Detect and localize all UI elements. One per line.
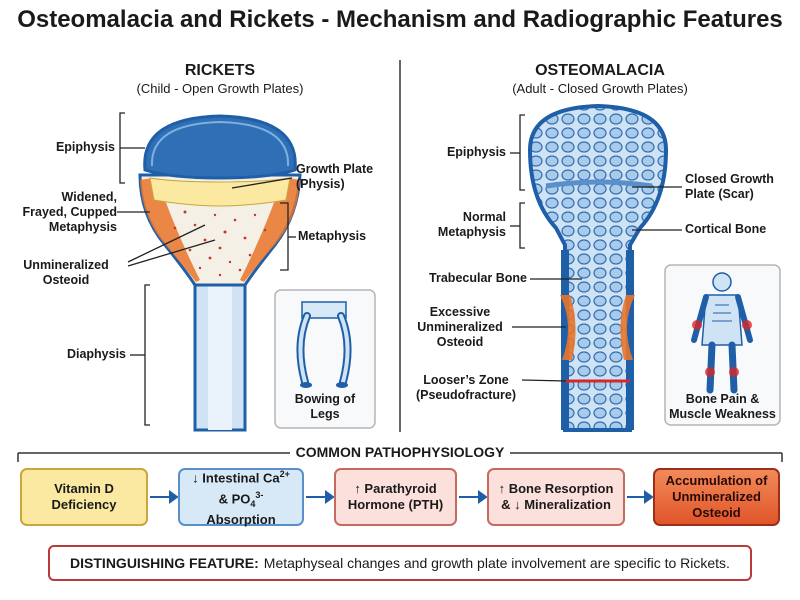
label-closed-line2: Plate (Scar) (685, 187, 754, 201)
rickets-leaders (117, 112, 296, 426)
label-growth-plate: Growth Plate (Physis) (296, 162, 396, 192)
distinguishing-feature-label: DISTINGUISHING FEATURE: (70, 555, 259, 571)
distinguishing-feature-text: Metaphyseal changes and growth plate inv… (263, 555, 730, 571)
label-loosers-line2: (Pseudofracture) (415, 388, 517, 402)
label-normal-line2: Metaphysis (437, 225, 506, 239)
label-closed-growth-plate: Closed Growth Plate (Scar) (685, 172, 795, 202)
label-loosers-zone: Looser’s Zone (Pseudofracture) (410, 373, 522, 403)
rickets-bone (138, 114, 302, 432)
osteomalacia-subtitle: (Adult - Closed Growth Plates) (512, 81, 688, 96)
bowed-legs-inset (274, 289, 376, 429)
step3-line1: ↑ Parathyroid (354, 481, 437, 496)
step2-po-sup: 3- (255, 489, 264, 500)
inset-bone-pain-line2: Muscle Weakness (669, 407, 776, 421)
label-diaphysis: Diaphysis (66, 347, 126, 361)
step4-line2: & ↓ Mineralization (501, 497, 611, 512)
label-excessive-line1: Excessive (429, 305, 491, 319)
label-widened-line1: Widened, (61, 190, 117, 204)
inset-bowing-line2: Legs (310, 407, 340, 421)
step2-ca-sup: 2+ (279, 469, 290, 480)
osteomalacia-bone (527, 103, 669, 432)
label-unmineralized-osteoid-rickets: Unmineralized Osteoid (5, 258, 127, 288)
label-growth-plate-line2: (Physis) (296, 177, 345, 191)
step-bone-resorption: ↑ Bone Resorption& ↓ Mineralization (487, 468, 625, 526)
label-excessive-line3: Osteoid (436, 335, 484, 349)
label-excessive-osteoid: Excessive Unmineralized Osteoid (408, 305, 512, 350)
inset-bone-pain-line1: Bone Pain & (685, 392, 760, 406)
step2-po-sub: 4 (250, 498, 256, 509)
step1-line2: Deficiency (51, 497, 117, 512)
label-widened-metaphysis: Widened, Frayed, Cupped Metaphysis (5, 190, 117, 235)
step2-line2-end: Absorption (206, 511, 276, 527)
step5-line1: Accumulation of (665, 473, 768, 488)
flow-arrows (150, 490, 654, 504)
label-cortical-bone: Cortical Bone (685, 222, 767, 236)
label-widened-line3: Metaphysis (48, 220, 117, 234)
pathophysiology-title: COMMON PATHOPHYSIOLOGY (295, 444, 505, 460)
label-metaphysis-rickets: Metaphysis (298, 229, 367, 243)
label-normal-line1: Normal (462, 210, 506, 224)
label-loosers-line1: Looser’s Zone (423, 373, 509, 387)
osteomalacia-title: OSTEOMALACIA (535, 62, 665, 79)
label-excessive-line2: Unmineralized (417, 320, 503, 334)
step5-line2: Unmineralized (672, 489, 761, 504)
label-growth-plate-line1: Growth Plate (296, 162, 374, 176)
rickets-title: RICKETS (184, 62, 256, 79)
label-widened-line2: Frayed, Cupped (22, 205, 117, 219)
step1-line1: Vitamin D (54, 481, 114, 496)
bone-pain-inset (664, 264, 781, 426)
page-title: Osteomalacia and Rickets - Mechanism and… (17, 6, 783, 33)
inset-bone-pain-caption: Bone Pain & Muscle Weakness (665, 392, 780, 422)
distinguishing-feature-box: DISTINGUISHING FEATURE: Metaphyseal chan… (48, 545, 752, 581)
step2-line2: & PO (218, 491, 251, 507)
rickets-subtitle: (Child - Open Growth Plates) (136, 81, 304, 96)
label-osteoid-line1: Unmineralized (23, 258, 109, 272)
step4-line1: ↑ Bone Resorption (498, 481, 614, 496)
step2-line1: ↓ Intestinal Ca (192, 470, 280, 486)
osteomalacia-leaders (510, 114, 682, 382)
step-intestinal-absorption: ↓ Intestinal Ca2+ & PO43- Absorption (178, 468, 304, 527)
inset-bowing-caption: Bowing of Legs (275, 392, 375, 422)
label-epiphysis-osteomalacia: Epiphysis (446, 145, 506, 159)
step3-line2: Hormone (PTH) (347, 497, 444, 512)
label-normal-metaphysis: Normal Metaphysis (410, 210, 506, 240)
inset-bowing-line1: Bowing of (294, 392, 356, 406)
label-osteoid-line2: Osteoid (42, 273, 90, 287)
label-trabecular-bone: Trabecular Bone (429, 271, 527, 285)
label-closed-line1: Closed Growth (685, 172, 774, 186)
step5-line3: Osteoid (692, 505, 741, 520)
label-epiphysis-rickets: Epiphysis (55, 140, 115, 154)
